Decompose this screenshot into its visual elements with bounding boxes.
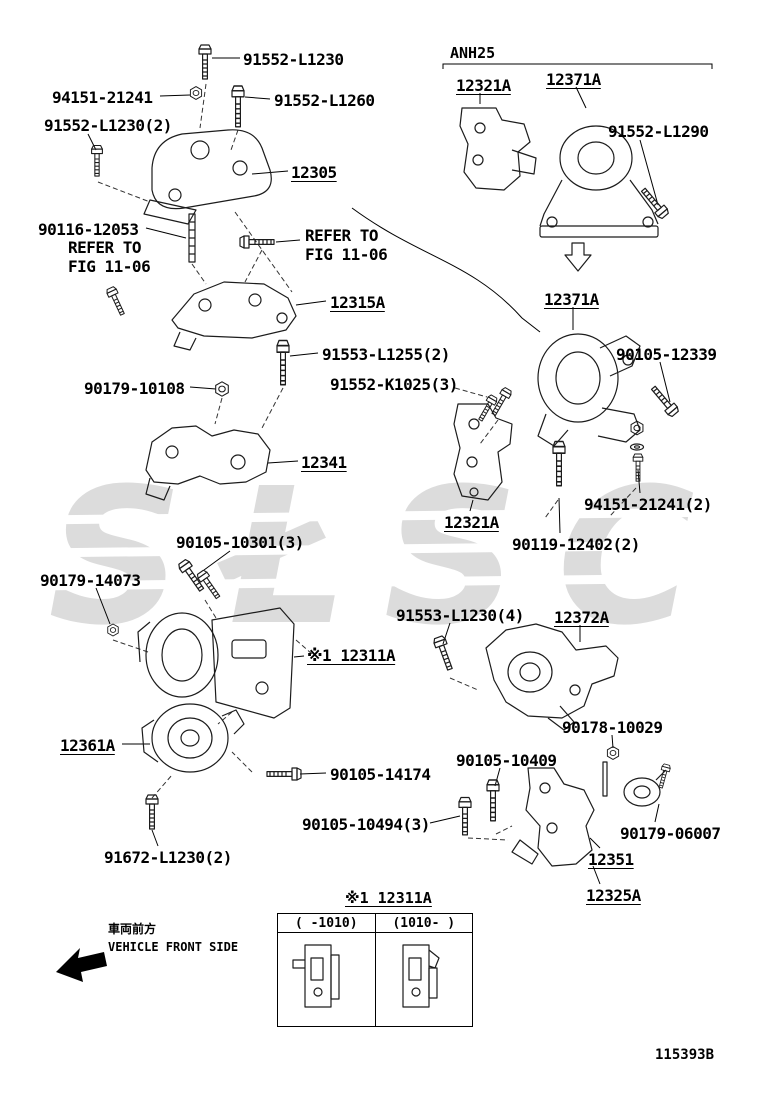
label-12361A: 12361A [60, 736, 115, 755]
bolt-91552-K1025-a [488, 386, 514, 418]
label-91552-L1290: 91552-L1290 [608, 122, 709, 141]
label-91552-L1260: 91552-L1260 [274, 91, 375, 110]
bolt-90105-12339 [648, 383, 681, 419]
label-12371A-top: 12371A [546, 70, 601, 89]
label-12321A-top: 12321A [456, 76, 511, 95]
label-90179-10108: 90179-10108 [84, 379, 185, 398]
part-12372A-drawing [485, 623, 619, 731]
label-90105-12339: 90105-12339 [616, 345, 717, 364]
svg-text:SŁSC: SŁSC [48, 448, 733, 667]
damper-12325A-drawing [623, 769, 667, 807]
note-refer-fig-11-06-left: REFER TO FIG 11-06 [68, 238, 151, 277]
part-12351-drawing [511, 767, 595, 867]
label-12305: 12305 [291, 163, 337, 182]
bolt-91552-L1230 [198, 44, 212, 80]
variant-col-early-header: ( -1010) [278, 914, 376, 932]
part-12371A-mid-drawing [537, 333, 641, 447]
bolt-90105-10494 [458, 796, 472, 836]
stud-90116-12053 [188, 213, 196, 263]
part-12341-drawing [145, 425, 271, 501]
variant-table-title: ※1 12311A [345, 889, 432, 907]
label-90116-12053: 90116-12053 [38, 220, 139, 239]
variant-table: ( -1010) (1010- ) [277, 913, 473, 1027]
label-12311A: ※1 12311A [307, 646, 396, 665]
vehicle-front-side-note: 車両前方 VEHICLE FRONT SIDE [108, 920, 238, 956]
bolt-91553-L1255 [276, 339, 290, 386]
vehicle-code: ANH25 [450, 44, 496, 62]
label-12325A: 12325A [586, 886, 641, 905]
bolt-90105-14174 [266, 767, 302, 781]
label-91553-L1255-2: 91553-L1255(2) [322, 345, 450, 364]
variant-col-late-header: (1010- ) [392, 916, 456, 931]
bolt-91672-L1230 [145, 794, 159, 830]
label-94151-21241: 94151-21241 [52, 88, 153, 107]
stud-12351 [602, 761, 608, 797]
label-90105-10301-3: 90105-10301(3) [176, 533, 304, 552]
front-direction-arrow-icon [56, 948, 107, 982]
label-90105-10494-3: 90105-10494(3) [302, 815, 430, 834]
label-90105-10409: 90105-10409 [456, 751, 557, 770]
variant-late-drawing [402, 944, 440, 1008]
part-drawings [91, 44, 681, 1008]
label-91672-L1230-2: 91672-L1230(2) [104, 848, 232, 867]
label-12372A: 12372A [554, 608, 609, 627]
note-refer-fig-11-06-right: REFER TO FIG 11-06 [305, 226, 388, 265]
label-90179-06007: 90179-06007 [620, 824, 721, 843]
variant-early-drawing [292, 944, 340, 1008]
part-12305-drawing [143, 129, 272, 225]
bolt-refer-fig [239, 235, 275, 249]
label-94151-21241-2: 94151-21241(2) [584, 495, 712, 514]
variant-col-late-cell [376, 933, 473, 1026]
bolt-91552-L1230-2 [91, 144, 103, 177]
label-90178-10029: 90178-10029 [562, 718, 663, 737]
label-91552-L1230: 91552-L1230 [243, 50, 344, 69]
part-12361A-drawing [141, 703, 245, 773]
part-12371A-top-drawing [539, 125, 659, 238]
label-91553-L1230-4: 91553-L1230(4) [396, 606, 524, 625]
variant-col-early-cell [278, 933, 376, 1026]
label-12351: 12351 [588, 850, 634, 869]
part-12321A-mid-drawing [453, 403, 513, 501]
label-91552-L1230-2: 91552-L1230(2) [44, 116, 172, 135]
part-12321A-top-drawing [459, 107, 537, 191]
label-12321A-mid: 12321A [444, 513, 499, 532]
front-side-en: VEHICLE FRONT SIDE [108, 940, 239, 954]
label-90105-14174: 90105-14174 [330, 765, 431, 784]
watermark-logo: SŁSC [34, 448, 733, 667]
label-12315A: 12315A [330, 293, 385, 312]
label-90119-12402-2: 90119-12402(2) [512, 535, 640, 554]
bolt-small-left [105, 285, 128, 318]
figure-code: 115393B [655, 1047, 715, 1063]
bolt-90105-10409 [486, 779, 500, 822]
label-90179-14073: 90179-14073 [40, 571, 141, 590]
sequence-arrow-icon [564, 242, 592, 272]
label-12341: 12341 [301, 453, 347, 472]
nut-94151-21241 [189, 86, 203, 100]
bolt-90179-06007 [656, 763, 672, 790]
part-12315A-drawing [171, 281, 297, 351]
label-91552-K1025-3: 91552-K1025(3) [330, 375, 458, 394]
nut-90179-10108 [215, 381, 229, 397]
bolt-91552-L1260 [231, 85, 245, 128]
dashed-construction-lines [97, 83, 637, 841]
nut-90178-10029 [606, 746, 620, 760]
part-12311A-drawing [137, 607, 295, 719]
label-12371A-mid: 12371A [544, 290, 599, 309]
front-side-jp: 車両前方 [108, 922, 157, 936]
